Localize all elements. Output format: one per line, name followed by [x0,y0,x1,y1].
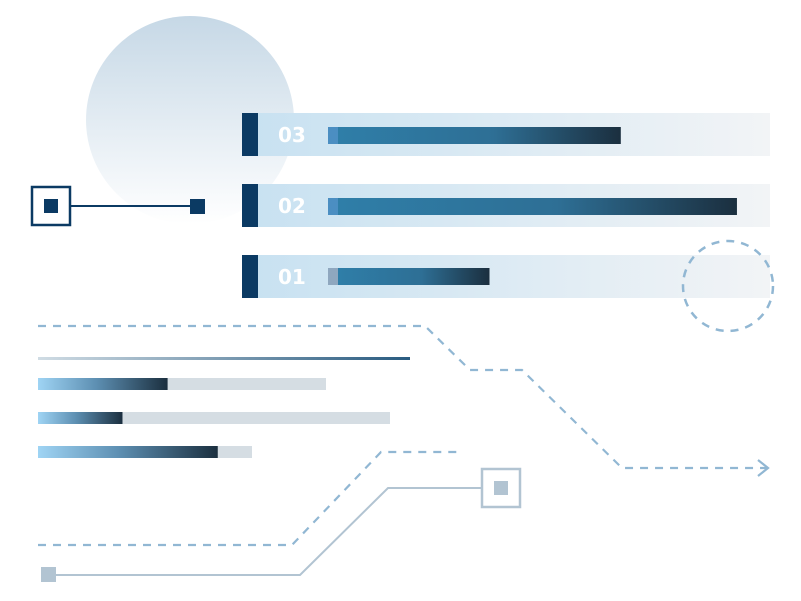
background-circle [86,16,294,224]
square-endpoint-light-icon [41,567,56,582]
dashed-circle-highlight [681,239,775,333]
square-node-core-icon [44,199,58,213]
bar-value-fill [338,268,490,285]
row-rank-label: 02 [278,194,306,218]
row-rank-label: 01 [278,265,306,289]
square-node-outline-core-icon [494,481,508,495]
row-accent-marker [242,113,258,156]
progress-fill [38,412,123,424]
square-endpoint-icon [190,199,205,214]
bar-value-fill [338,198,737,215]
progress-fill [38,446,218,458]
ranked-bar-list: 03 02 01 [242,113,770,298]
row-accent-marker [242,184,258,227]
bar-row-02: 02 [242,184,770,227]
dashed-route-lower [38,450,458,547]
row-rank-label: 03 [278,123,306,147]
bar-start-marker [328,127,338,144]
bar-row-03: 03 [242,113,770,156]
connector-line-lower [50,487,482,576]
lower-progress-list [38,378,390,458]
chevron-right-icon [757,459,770,477]
bar-start-marker [328,198,338,215]
bar-row-01: 01 [242,255,770,298]
progress-fill [38,378,168,390]
bar-start-marker [328,268,338,285]
row-accent-marker [242,255,258,298]
dashed-flow-path [38,324,767,470]
progress-track [38,412,390,424]
bar-value-fill [338,127,621,144]
lower-list-header-line [38,357,410,360]
